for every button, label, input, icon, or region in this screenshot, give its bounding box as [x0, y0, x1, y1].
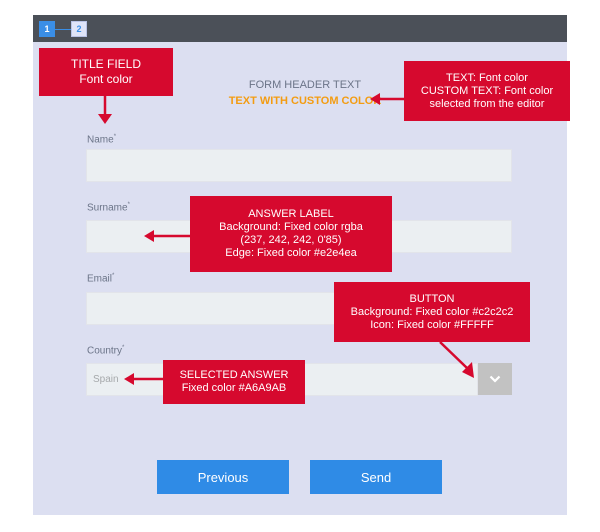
steps-bar [33, 15, 567, 42]
selected-answer: Spain [93, 374, 119, 385]
country-dropdown-button[interactable] [478, 363, 512, 395]
chevron-down-icon [489, 375, 501, 383]
surname-label: Surname* [87, 202, 130, 214]
annotation-selected-answer: SELECTED ANSWER Fixed color #A6A9AB [163, 360, 305, 404]
form-header-text: FORM HEADER TEXT [248, 79, 362, 91]
annotation-answer-label: ANSWER LABEL Background: Fixed color rgb… [190, 196, 392, 272]
step-2[interactable]: 2 [71, 21, 87, 37]
annotation-title-field: TITLE FIELD Font color [39, 48, 173, 96]
email-label: Email* [87, 273, 115, 285]
form-header-custom-text: TEXT WITH CUSTOM COLOR [228, 95, 382, 107]
send-button[interactable]: Send [310, 460, 442, 494]
country-label: Country* [87, 345, 125, 357]
step-connector [55, 29, 71, 30]
previous-button[interactable]: Previous [157, 460, 289, 494]
annotation-button: BUTTON Background: Fixed color #c2c2c2 I… [334, 282, 530, 342]
step-1[interactable]: 1 [39, 21, 55, 37]
annotation-text: TEXT: Font color CUSTOM TEXT: Font color… [404, 61, 570, 121]
name-label: Name* [87, 134, 117, 146]
name-field[interactable] [86, 149, 512, 182]
